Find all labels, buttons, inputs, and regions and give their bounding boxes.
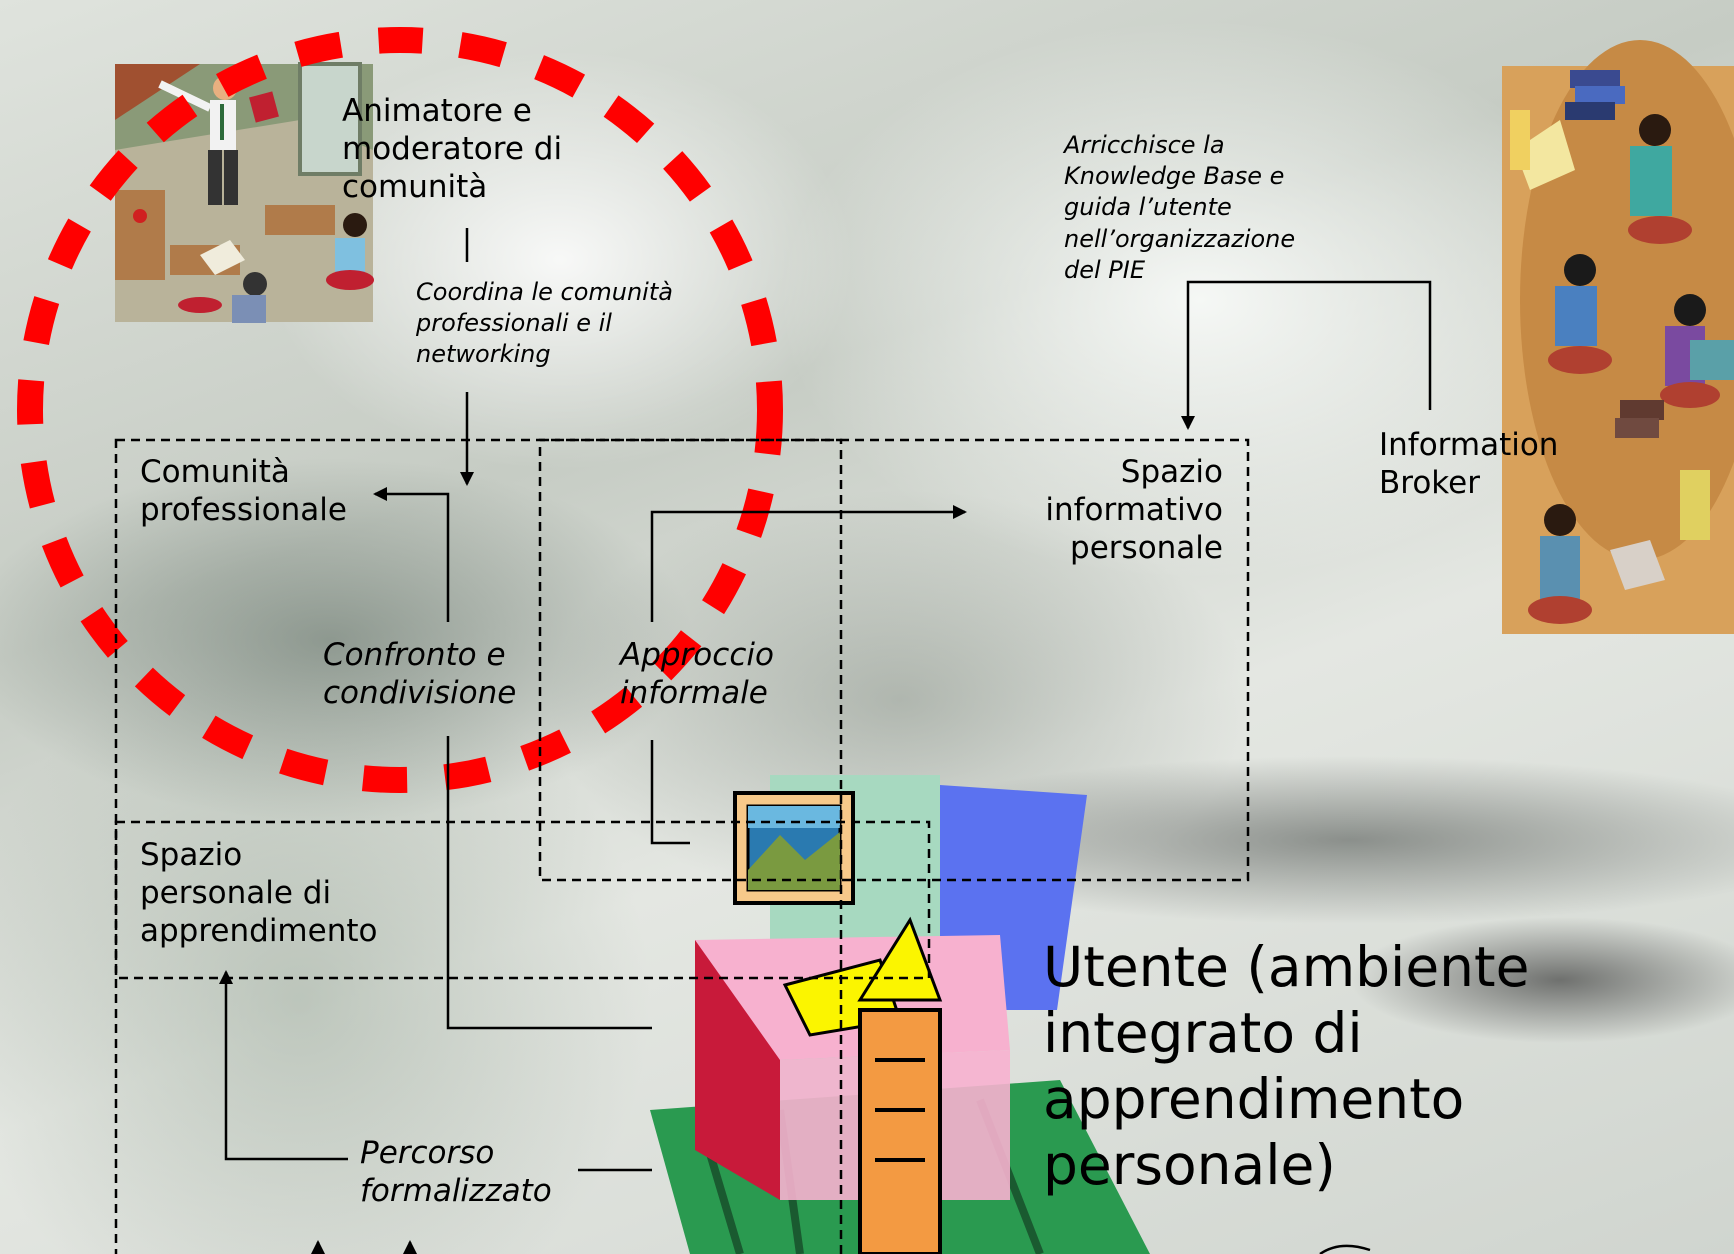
community-label: Comunità professionale (140, 454, 347, 529)
sharing-label: Confronto e condivisione (323, 637, 517, 712)
library-illustration (1502, 40, 1734, 634)
desk-illustration (650, 775, 1150, 1254)
connectors (219, 228, 1432, 1254)
coordinates-label: Coordina le comunità professionali e il … (416, 278, 673, 369)
highlight-circle (17, 27, 783, 793)
enriches-label: Arricchisce la Knowledge Base e guida l’… (1064, 131, 1296, 284)
classroom-illustration (115, 62, 374, 323)
information-broker-label: Information Broker (1379, 427, 1559, 502)
user-label: Utente (ambiente integrato di apprendime… (1043, 935, 1530, 1197)
info-space-box (538, 438, 1250, 882)
formal-path-label: Percorso formalizzato (360, 1135, 552, 1210)
learning-space-label: Spazio personale di apprendimento (140, 837, 378, 950)
informal-label: Approccio informale (620, 637, 774, 712)
animator-label: Animatore e moderatore di comunità (342, 93, 563, 206)
learning-space-box (114, 820, 931, 980)
info-space-label: Spazio informativo personale (1045, 454, 1223, 567)
